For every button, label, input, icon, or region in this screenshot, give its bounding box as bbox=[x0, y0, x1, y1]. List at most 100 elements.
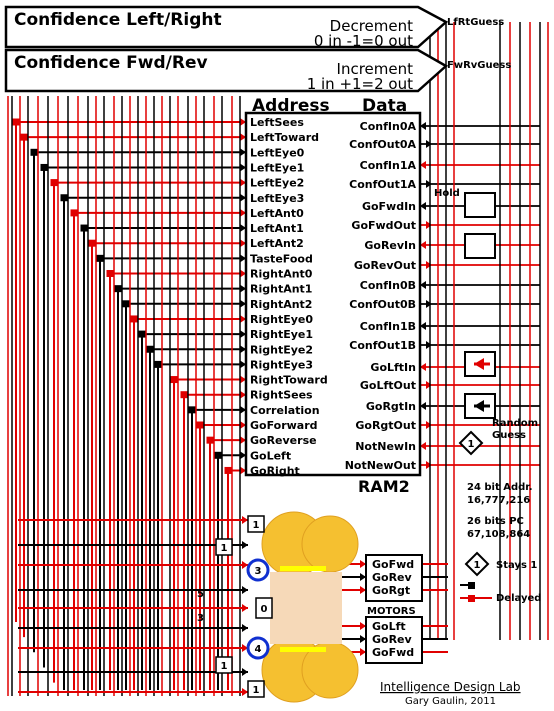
address-line-label: RightEye3 bbox=[250, 358, 313, 371]
guess-label: Guess bbox=[492, 430, 526, 441]
banner-bottom-line2: 1 in +1=2 out bbox=[307, 75, 413, 93]
spec-addr-title: 24 bit Addr. bbox=[467, 482, 533, 493]
motor-label: GoRev bbox=[372, 571, 413, 584]
data-line-label: GoFwdOut bbox=[351, 219, 416, 232]
spec-pc-value: 67,108,864 bbox=[467, 529, 530, 540]
arrow-icon bbox=[426, 341, 432, 349]
legend-red-square bbox=[468, 595, 475, 602]
address-line-label: LeftEye1 bbox=[250, 161, 304, 174]
antenna-box-4-value: 1 bbox=[253, 685, 260, 696]
arrow-icon bbox=[242, 516, 248, 524]
banner-bottom-title: Confidence Fwd/Rev bbox=[14, 53, 208, 73]
arrow-icon bbox=[426, 381, 432, 389]
motor-label: GoRgt bbox=[372, 584, 410, 597]
address-line-label: RightEye0 bbox=[250, 313, 313, 326]
address-line-label: LeftEye2 bbox=[250, 177, 304, 190]
robot-side-lower-value: 3 bbox=[197, 613, 204, 624]
address-line-label: RightEye2 bbox=[250, 343, 313, 356]
data-line-label: NotNewOut bbox=[345, 459, 416, 472]
banner-bottom: Confidence Fwd/Rev Increment 1 in +1=2 o… bbox=[6, 50, 511, 93]
banner-top-title: Confidence Left/Right bbox=[14, 10, 222, 30]
motor-label: GoLft bbox=[372, 620, 406, 633]
banner-top-line2: 0 in -1=0 out bbox=[314, 32, 413, 50]
data-line-label: GoRgtOut bbox=[355, 419, 416, 432]
data-line-label: NotNewIn bbox=[355, 440, 416, 453]
robot-stripe-bottom bbox=[280, 647, 326, 652]
ram-address-header: Address bbox=[252, 96, 330, 116]
banner-bottom-tag: FwRvGuess bbox=[447, 60, 511, 71]
ram-chip: Address Data RAM2 LeftSeesLeftTowardLeft… bbox=[246, 96, 420, 496]
legend-black-square bbox=[468, 582, 475, 589]
footer-author: Gary Gaulin, 2011 bbox=[405, 696, 496, 707]
motors-label: MOTORS bbox=[367, 606, 416, 617]
motor-boxes: GoFwdGoRevGoRgt MOTORS GoLftGoRevGoFwd bbox=[366, 555, 422, 663]
data-line-label: GoLftOut bbox=[360, 379, 416, 392]
data-line-label: ConfIn0A bbox=[360, 120, 417, 133]
hold-label: Hold bbox=[434, 188, 460, 199]
footer-org: Intelligence Design Lab bbox=[380, 680, 521, 694]
robot-stripe-top bbox=[280, 566, 326, 571]
data-line-label: GoLftIn bbox=[370, 361, 416, 374]
arrow-icon bbox=[426, 300, 432, 308]
data-line-label: ConfOut1B bbox=[349, 339, 416, 352]
stays-diamond-value: 1 bbox=[474, 560, 481, 571]
robot-eye-left-value: 4 bbox=[255, 644, 262, 655]
ram-data-header: Data bbox=[362, 96, 407, 116]
data-line-label: GoRevIn bbox=[364, 239, 416, 252]
arrow-icon bbox=[242, 604, 248, 612]
antenna-box-2-value: 1 bbox=[221, 543, 228, 554]
data-line-label: ConfOut1A bbox=[349, 178, 416, 191]
delayed-label: Delayed bbox=[496, 593, 541, 604]
address-line-label: Correlation bbox=[250, 404, 320, 417]
spec-addr-value: 16,777,216 bbox=[467, 495, 530, 506]
data-line-label: ConfOut0A bbox=[349, 138, 416, 151]
stays-label: Stays 1 bbox=[496, 560, 537, 571]
arrow-icon bbox=[242, 541, 248, 549]
arrow-icon bbox=[242, 688, 248, 696]
address-line-label: LeftAnt1 bbox=[250, 222, 304, 235]
notnew-diamond-value: 1 bbox=[468, 439, 475, 450]
data-line-label: ConfIn0B bbox=[360, 279, 416, 292]
address-line-label: RightAnt2 bbox=[250, 298, 312, 311]
address-line-label: TasteFood bbox=[250, 252, 313, 265]
antenna-box-1-value: 1 bbox=[253, 520, 260, 531]
data-line-label: GoRevOut bbox=[354, 259, 416, 272]
address-line-label: RightAnt1 bbox=[250, 283, 312, 296]
arrow-icon bbox=[426, 140, 432, 148]
spec-pc-title: 26 bits PC bbox=[467, 516, 524, 527]
data-line-label: GoFwdIn bbox=[362, 200, 416, 213]
address-line-label: RightSees bbox=[250, 389, 313, 402]
motor-label: GoFwd bbox=[372, 646, 414, 659]
address-line-label: LeftAnt0 bbox=[250, 207, 304, 220]
random-label: Random bbox=[492, 418, 538, 429]
arrow-icon bbox=[426, 221, 432, 229]
data-line-label: ConfIn1A bbox=[360, 159, 417, 172]
hold-latches: Hold bbox=[434, 188, 495, 258]
arrow-icon bbox=[426, 461, 432, 469]
robot-body bbox=[270, 572, 342, 644]
arrow-icon bbox=[242, 586, 248, 594]
address-line-label: LeftSees bbox=[250, 116, 304, 129]
address-line-label: GoRight bbox=[250, 464, 300, 477]
robot-wheel-upper-far bbox=[302, 516, 358, 572]
banner-top-tag: LfRtGuess bbox=[447, 17, 504, 28]
arrow-icon bbox=[242, 668, 248, 676]
motor-label: GoRev bbox=[372, 633, 413, 646]
arrow-icon bbox=[426, 421, 432, 429]
data-line-label: ConfOut0B bbox=[349, 298, 416, 311]
data-line-label: ConfIn1B bbox=[360, 320, 416, 333]
antenna-box-3-value: 1 bbox=[221, 661, 228, 672]
address-line-label: GoLeft bbox=[250, 449, 291, 462]
address-line-label: RightAnt0 bbox=[250, 268, 313, 281]
address-line-label: GoForward bbox=[250, 419, 318, 432]
address-line-label: LeftToward bbox=[250, 131, 319, 144]
robot-side-upper-value: 5 bbox=[197, 589, 204, 600]
motor-box-top: GoFwdGoRevGoRgt bbox=[372, 558, 414, 597]
arrow-icon bbox=[426, 261, 432, 269]
arrow-icon bbox=[242, 624, 248, 632]
ram-name: RAM2 bbox=[358, 477, 410, 496]
robot-eye-right-value: 3 bbox=[255, 566, 262, 577]
address-line-label: GoReverse bbox=[250, 434, 317, 447]
address-line-label: LeftAnt2 bbox=[250, 237, 304, 250]
